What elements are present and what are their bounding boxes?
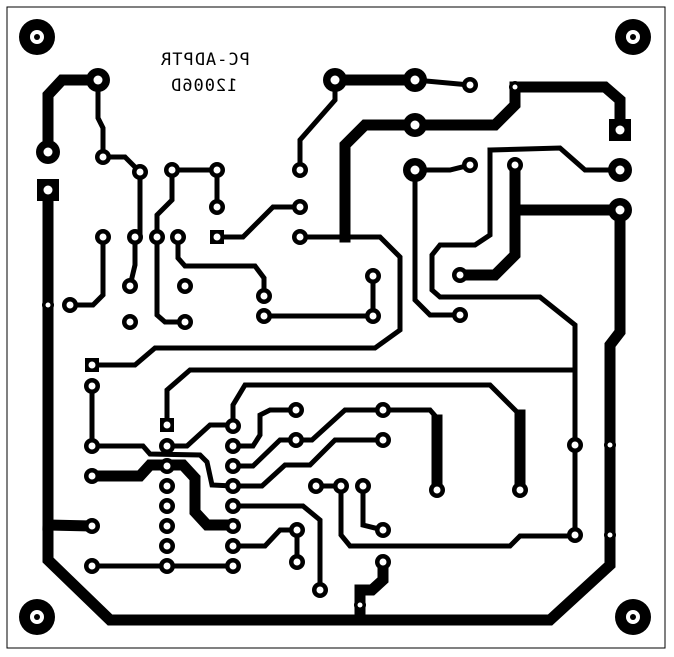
round-pad-icon xyxy=(132,164,148,180)
board-outline xyxy=(6,6,666,649)
round-pad-icon xyxy=(164,162,180,178)
round-pad-icon xyxy=(604,439,616,451)
round-pad-icon xyxy=(170,229,186,245)
round-pad-icon xyxy=(225,518,241,534)
round-pad-icon xyxy=(462,77,478,93)
round-pad-icon xyxy=(42,299,54,311)
round-pad-icon xyxy=(256,308,272,324)
mounting-holes xyxy=(19,19,651,635)
round-pad-icon xyxy=(225,458,241,474)
round-pad-icon xyxy=(292,229,308,245)
round-pad-icon xyxy=(159,518,175,534)
round-pad-icon xyxy=(209,162,225,178)
round-pad-icon xyxy=(177,278,193,294)
round-pad-icon xyxy=(365,308,381,324)
round-pad-icon xyxy=(159,438,175,454)
round-pad-icon xyxy=(288,402,304,418)
round-pad-icon xyxy=(567,437,583,453)
round-pad-icon xyxy=(84,558,100,574)
round-pad-icon xyxy=(567,527,583,543)
round-pad-icon xyxy=(375,432,391,448)
round-pad-icon xyxy=(159,498,175,514)
round-pad-icon xyxy=(95,149,111,165)
square-pad-icon xyxy=(609,119,631,141)
round-pad-icon xyxy=(292,199,308,215)
round-pad-icon xyxy=(375,522,391,538)
round-pad-icon xyxy=(84,378,100,394)
pads xyxy=(36,68,632,611)
mounting-hole-icon xyxy=(19,599,55,635)
round-pad-icon xyxy=(512,482,528,498)
round-pad-icon xyxy=(122,278,138,294)
round-pad-icon xyxy=(159,558,175,574)
mounting-hole-icon xyxy=(615,599,651,635)
board-label-name: PC-ADPTR xyxy=(160,50,250,70)
round-pad-icon xyxy=(608,158,632,182)
round-pad-icon xyxy=(225,538,241,554)
round-pad-icon xyxy=(177,314,193,330)
round-pad-icon xyxy=(288,432,304,448)
round-pad-icon xyxy=(84,518,100,534)
mounting-hole-icon xyxy=(19,19,55,55)
round-pad-icon xyxy=(403,68,427,92)
round-pad-icon xyxy=(159,538,175,554)
round-pad-icon xyxy=(452,307,468,323)
round-pad-icon xyxy=(95,229,111,245)
round-pad-icon xyxy=(149,229,165,245)
round-pad-icon xyxy=(122,314,138,330)
round-pad-icon xyxy=(355,478,371,494)
round-pad-icon xyxy=(507,157,523,173)
round-pad-icon xyxy=(375,554,391,570)
round-pad-icon xyxy=(256,288,272,304)
round-pad-icon xyxy=(289,522,305,538)
round-pad-icon xyxy=(225,558,241,574)
round-pad-icon xyxy=(604,529,616,541)
round-pad-icon xyxy=(159,478,175,494)
round-pad-icon xyxy=(127,229,143,245)
round-pad-icon xyxy=(225,418,241,434)
round-pad-icon xyxy=(312,582,328,598)
square-pad-icon xyxy=(210,230,224,244)
round-pad-icon xyxy=(159,458,175,474)
round-pad-icon xyxy=(84,468,100,484)
round-pad-icon xyxy=(225,478,241,494)
square-pad-icon xyxy=(160,418,174,432)
round-pad-icon xyxy=(308,478,324,494)
board-label-code: 12006D xyxy=(170,76,238,96)
round-pad-icon xyxy=(36,140,60,164)
round-pad-icon xyxy=(84,438,100,454)
round-pad-icon xyxy=(292,162,308,178)
round-pad-icon xyxy=(462,157,478,173)
round-pad-icon xyxy=(509,81,521,93)
square-pad-icon xyxy=(85,358,99,372)
round-pad-icon xyxy=(225,438,241,454)
round-pad-icon xyxy=(354,599,366,611)
round-pad-icon xyxy=(365,268,381,284)
round-pad-icon xyxy=(209,199,225,215)
round-pad-icon xyxy=(62,297,78,313)
round-pad-icon xyxy=(429,482,445,498)
round-pad-icon xyxy=(452,267,468,283)
round-pad-icon xyxy=(225,498,241,514)
round-pad-icon xyxy=(333,478,349,494)
mounting-hole-icon xyxy=(615,19,651,55)
round-pad-icon xyxy=(375,402,391,418)
round-pad-icon xyxy=(403,158,427,182)
round-pad-icon xyxy=(608,198,632,222)
square-pad-icon xyxy=(37,179,59,201)
round-pad-icon xyxy=(403,113,427,137)
round-pad-icon xyxy=(86,68,110,92)
round-pad-icon xyxy=(289,554,305,570)
round-pad-icon xyxy=(323,68,347,92)
